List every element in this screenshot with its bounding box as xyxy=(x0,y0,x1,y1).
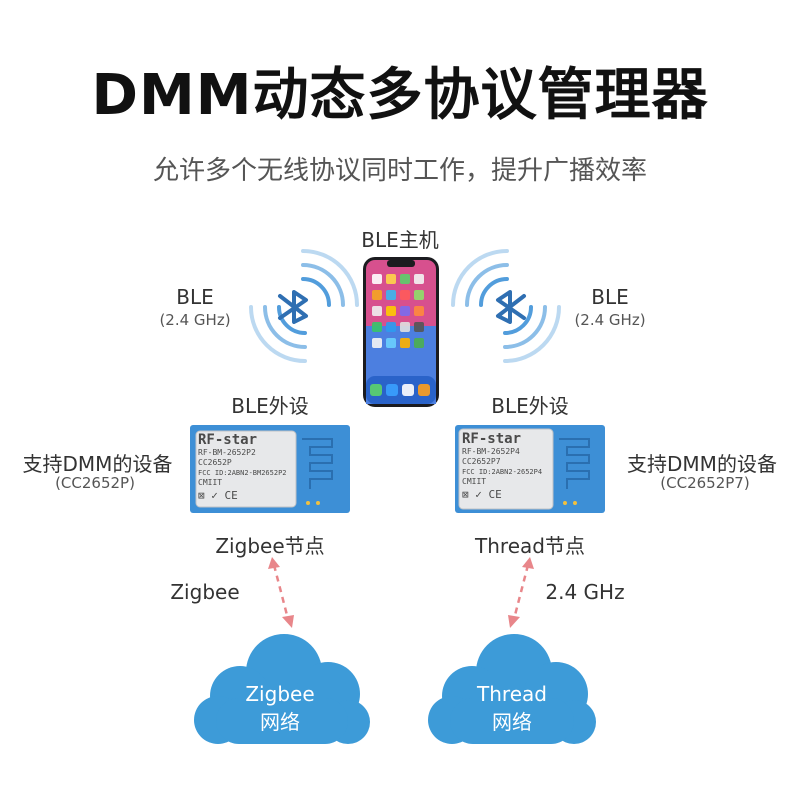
left-device-title: 支持DMM的设备 xyxy=(22,452,173,476)
left-wireless-waves xyxy=(249,249,359,363)
thread-node-label: Thread节点 xyxy=(475,534,585,558)
right-peripheral-label: BLE外设 xyxy=(491,394,569,418)
left-double-arrow-icon xyxy=(268,557,294,628)
zigbee-cloud-icon xyxy=(194,634,370,744)
left-peripheral-label: BLE外设 xyxy=(231,394,309,418)
left-module-cert-icons: ⊠ ✓ CE xyxy=(198,489,238,502)
right-module-fcc: FCC ID:2ABN2-2652P4 xyxy=(462,468,543,476)
right-device-model: (CC2652P7) xyxy=(660,474,750,492)
thread-protocol-label: 2.4 GHz xyxy=(545,580,625,604)
left-rf-module xyxy=(190,425,350,513)
right-module-cmiit: CMIIT xyxy=(462,477,487,486)
thread-cloud-line2: 网络 xyxy=(492,710,532,734)
left-module-cmiit: CMIIT xyxy=(198,478,223,487)
right-bluetooth-icon xyxy=(496,290,526,324)
left-module-fcc: FCC ID:2ABN2-BM2652P2 xyxy=(198,469,287,477)
zigbee-cloud-line1: Zigbee xyxy=(245,682,315,706)
left-link-freq: (2.4 GHz) xyxy=(159,311,231,329)
left-bluetooth-icon xyxy=(278,290,308,324)
right-double-arrow-icon xyxy=(508,557,534,628)
left-module-part: RF-BM-2652P2 xyxy=(198,448,256,457)
thread-cloud-label: Thread 网络 xyxy=(452,680,572,736)
thread-cloud-line1: Thread xyxy=(477,682,547,706)
phone-icon xyxy=(363,257,439,407)
zigbee-protocol-label: Zigbee xyxy=(170,580,240,604)
zigbee-node-label: Zigbee节点 xyxy=(215,534,325,558)
left-module-brand: RF-star xyxy=(198,432,258,448)
right-link-name: BLE xyxy=(591,285,629,309)
zigbee-cloud-label: Zigbee 网络 xyxy=(220,680,340,736)
page-title: DMM动态多协议管理器 xyxy=(91,63,709,128)
ble-host-label: BLE主机 xyxy=(361,228,439,252)
zigbee-cloud-line2: 网络 xyxy=(260,710,300,734)
right-module-brand: RF-star xyxy=(462,431,522,447)
right-wireless-waves xyxy=(451,249,561,363)
right-module-label: RF-star RF-BM-2652P4 CC2652P7 FCC ID:2AB… xyxy=(462,431,550,501)
left-module-chip: CC2652P xyxy=(198,458,232,467)
left-link-name: BLE xyxy=(176,285,214,309)
right-link-freq: (2.4 GHz) xyxy=(574,311,646,329)
right-module-cert-icons: ⊠ ✓ CE xyxy=(462,488,502,501)
right-module-chip: CC2652P7 xyxy=(462,457,501,466)
thread-cloud-icon xyxy=(428,634,596,744)
page-subtitle: 允许多个无线协议同时工作，提升广播效率 xyxy=(152,156,647,186)
right-device-title: 支持DMM的设备 xyxy=(627,452,777,476)
left-module-label: RF-star RF-BM-2652P2 CC2652P FCC ID:2ABN… xyxy=(198,432,294,502)
left-device-model: (CC2652P) xyxy=(55,474,135,492)
right-module-part: RF-BM-2652P4 xyxy=(462,447,520,456)
right-rf-module xyxy=(455,425,605,513)
